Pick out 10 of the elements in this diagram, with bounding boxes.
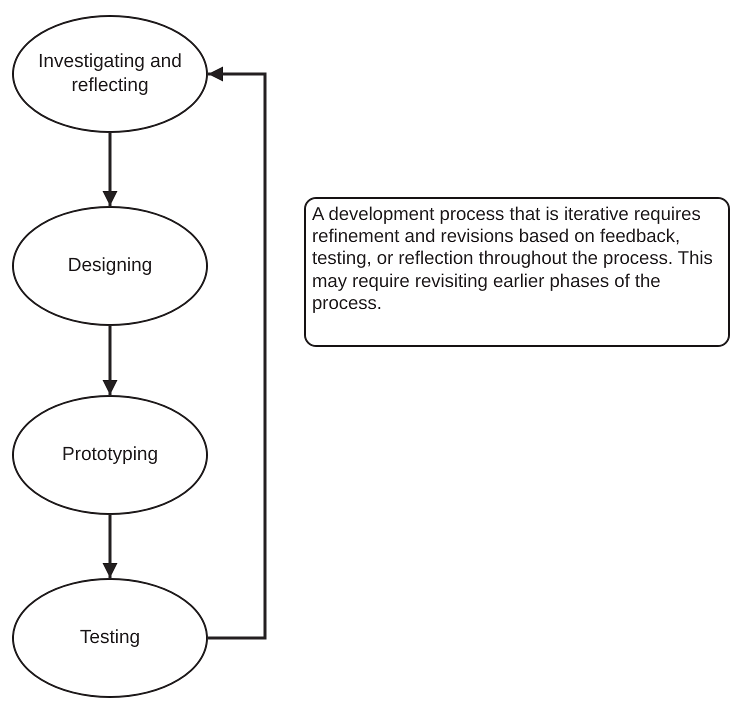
step-label: Investigating and reflecting	[37, 50, 183, 98]
note-text: A development process that is iterative requires refinement and revisions based on feedback, testing, or reflection throughout the process. This may require revisiting earlier phases of the process.	[312, 203, 713, 313]
note-box	[304, 197, 730, 347]
step-label: Testing	[80, 626, 140, 650]
arrow	[102, 515, 118, 578]
step-label: Prototyping	[62, 443, 158, 467]
arrow	[102, 133, 118, 206]
step-label: Designing	[68, 254, 152, 278]
arrow	[208, 66, 266, 640]
arrow	[102, 326, 118, 395]
